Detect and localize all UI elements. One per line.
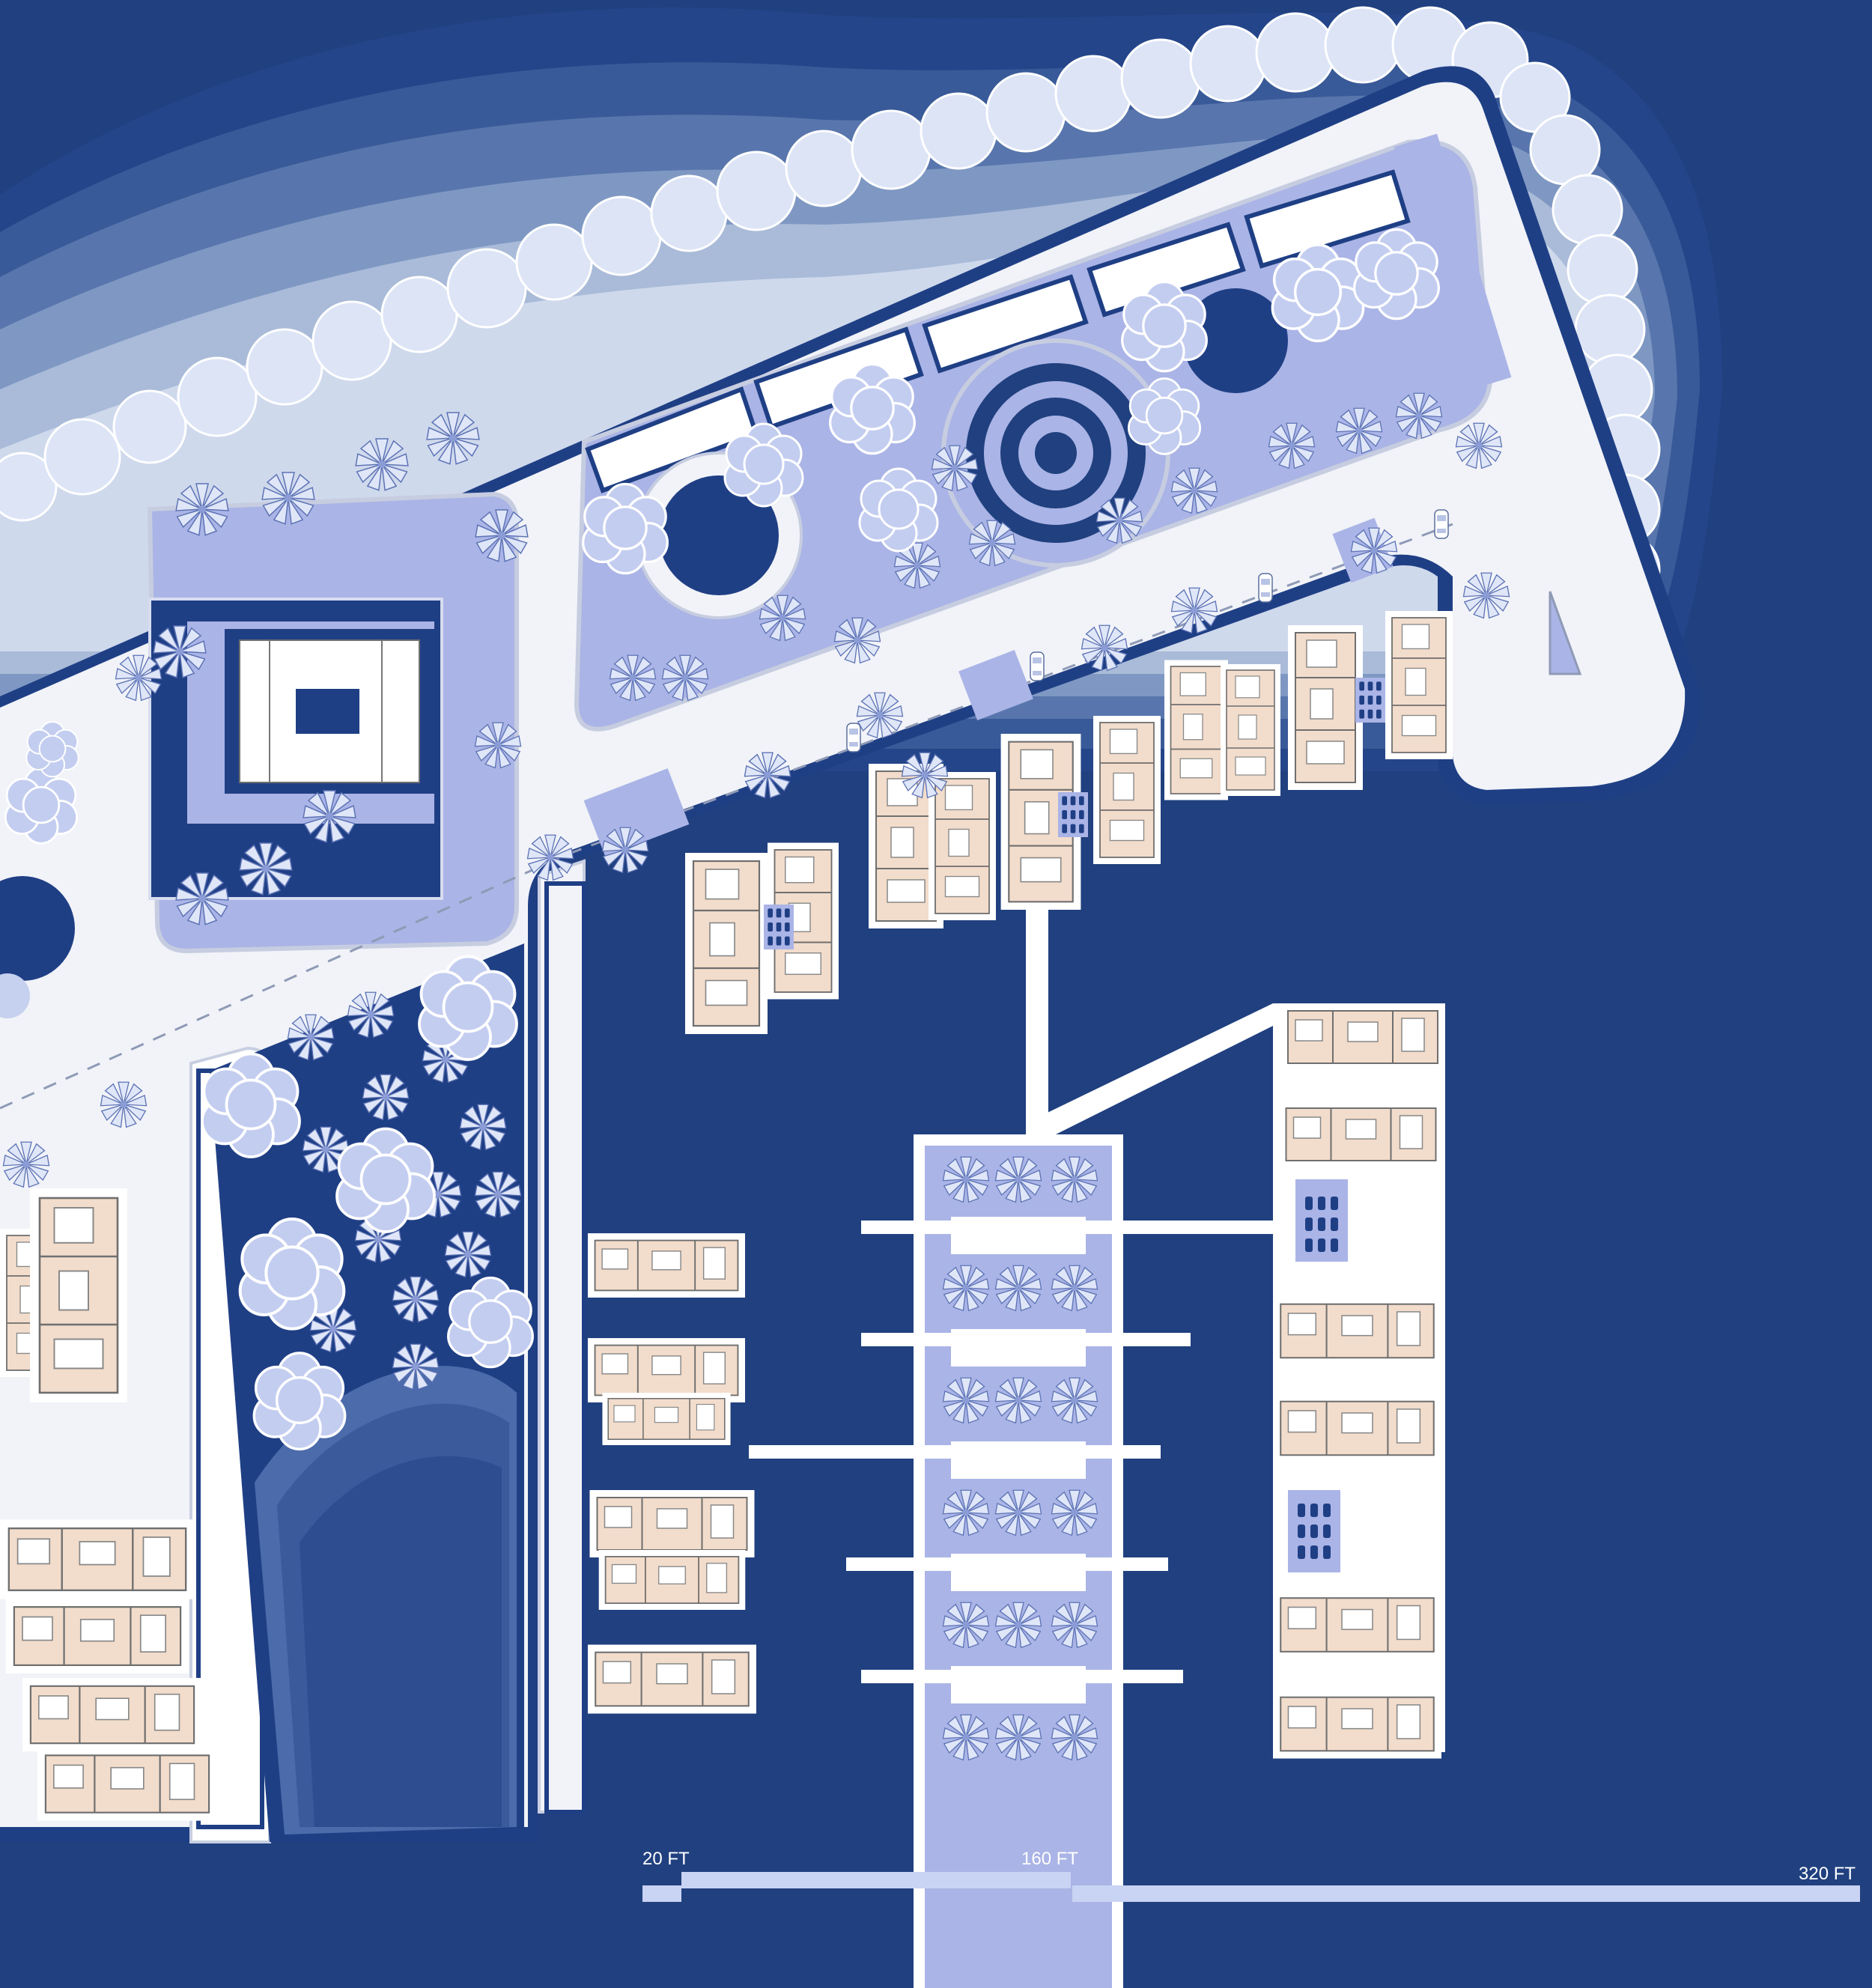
- lagoon: [210, 943, 524, 1842]
- scale-label-end: 320 FT: [1799, 1864, 1856, 1884]
- turnaround: [1394, 133, 1582, 675]
- scale-bar-segment-2: [681, 1872, 1071, 1888]
- scale-bar: 20 FT 160 FT 320 FT: [642, 1849, 1860, 1902]
- scale-bar-segment-3: [1072, 1885, 1860, 1902]
- terrace-buildings: [585, 169, 1411, 493]
- plaza-circles: [0, 288, 1288, 1018]
- scale-label-mid: 160 FT: [1021, 1849, 1078, 1869]
- scale-bar-segment-1: [642, 1885, 681, 1902]
- coastal-foliage: [0, 6, 1661, 665]
- scale-label-start: 20 FT: [642, 1849, 690, 1869]
